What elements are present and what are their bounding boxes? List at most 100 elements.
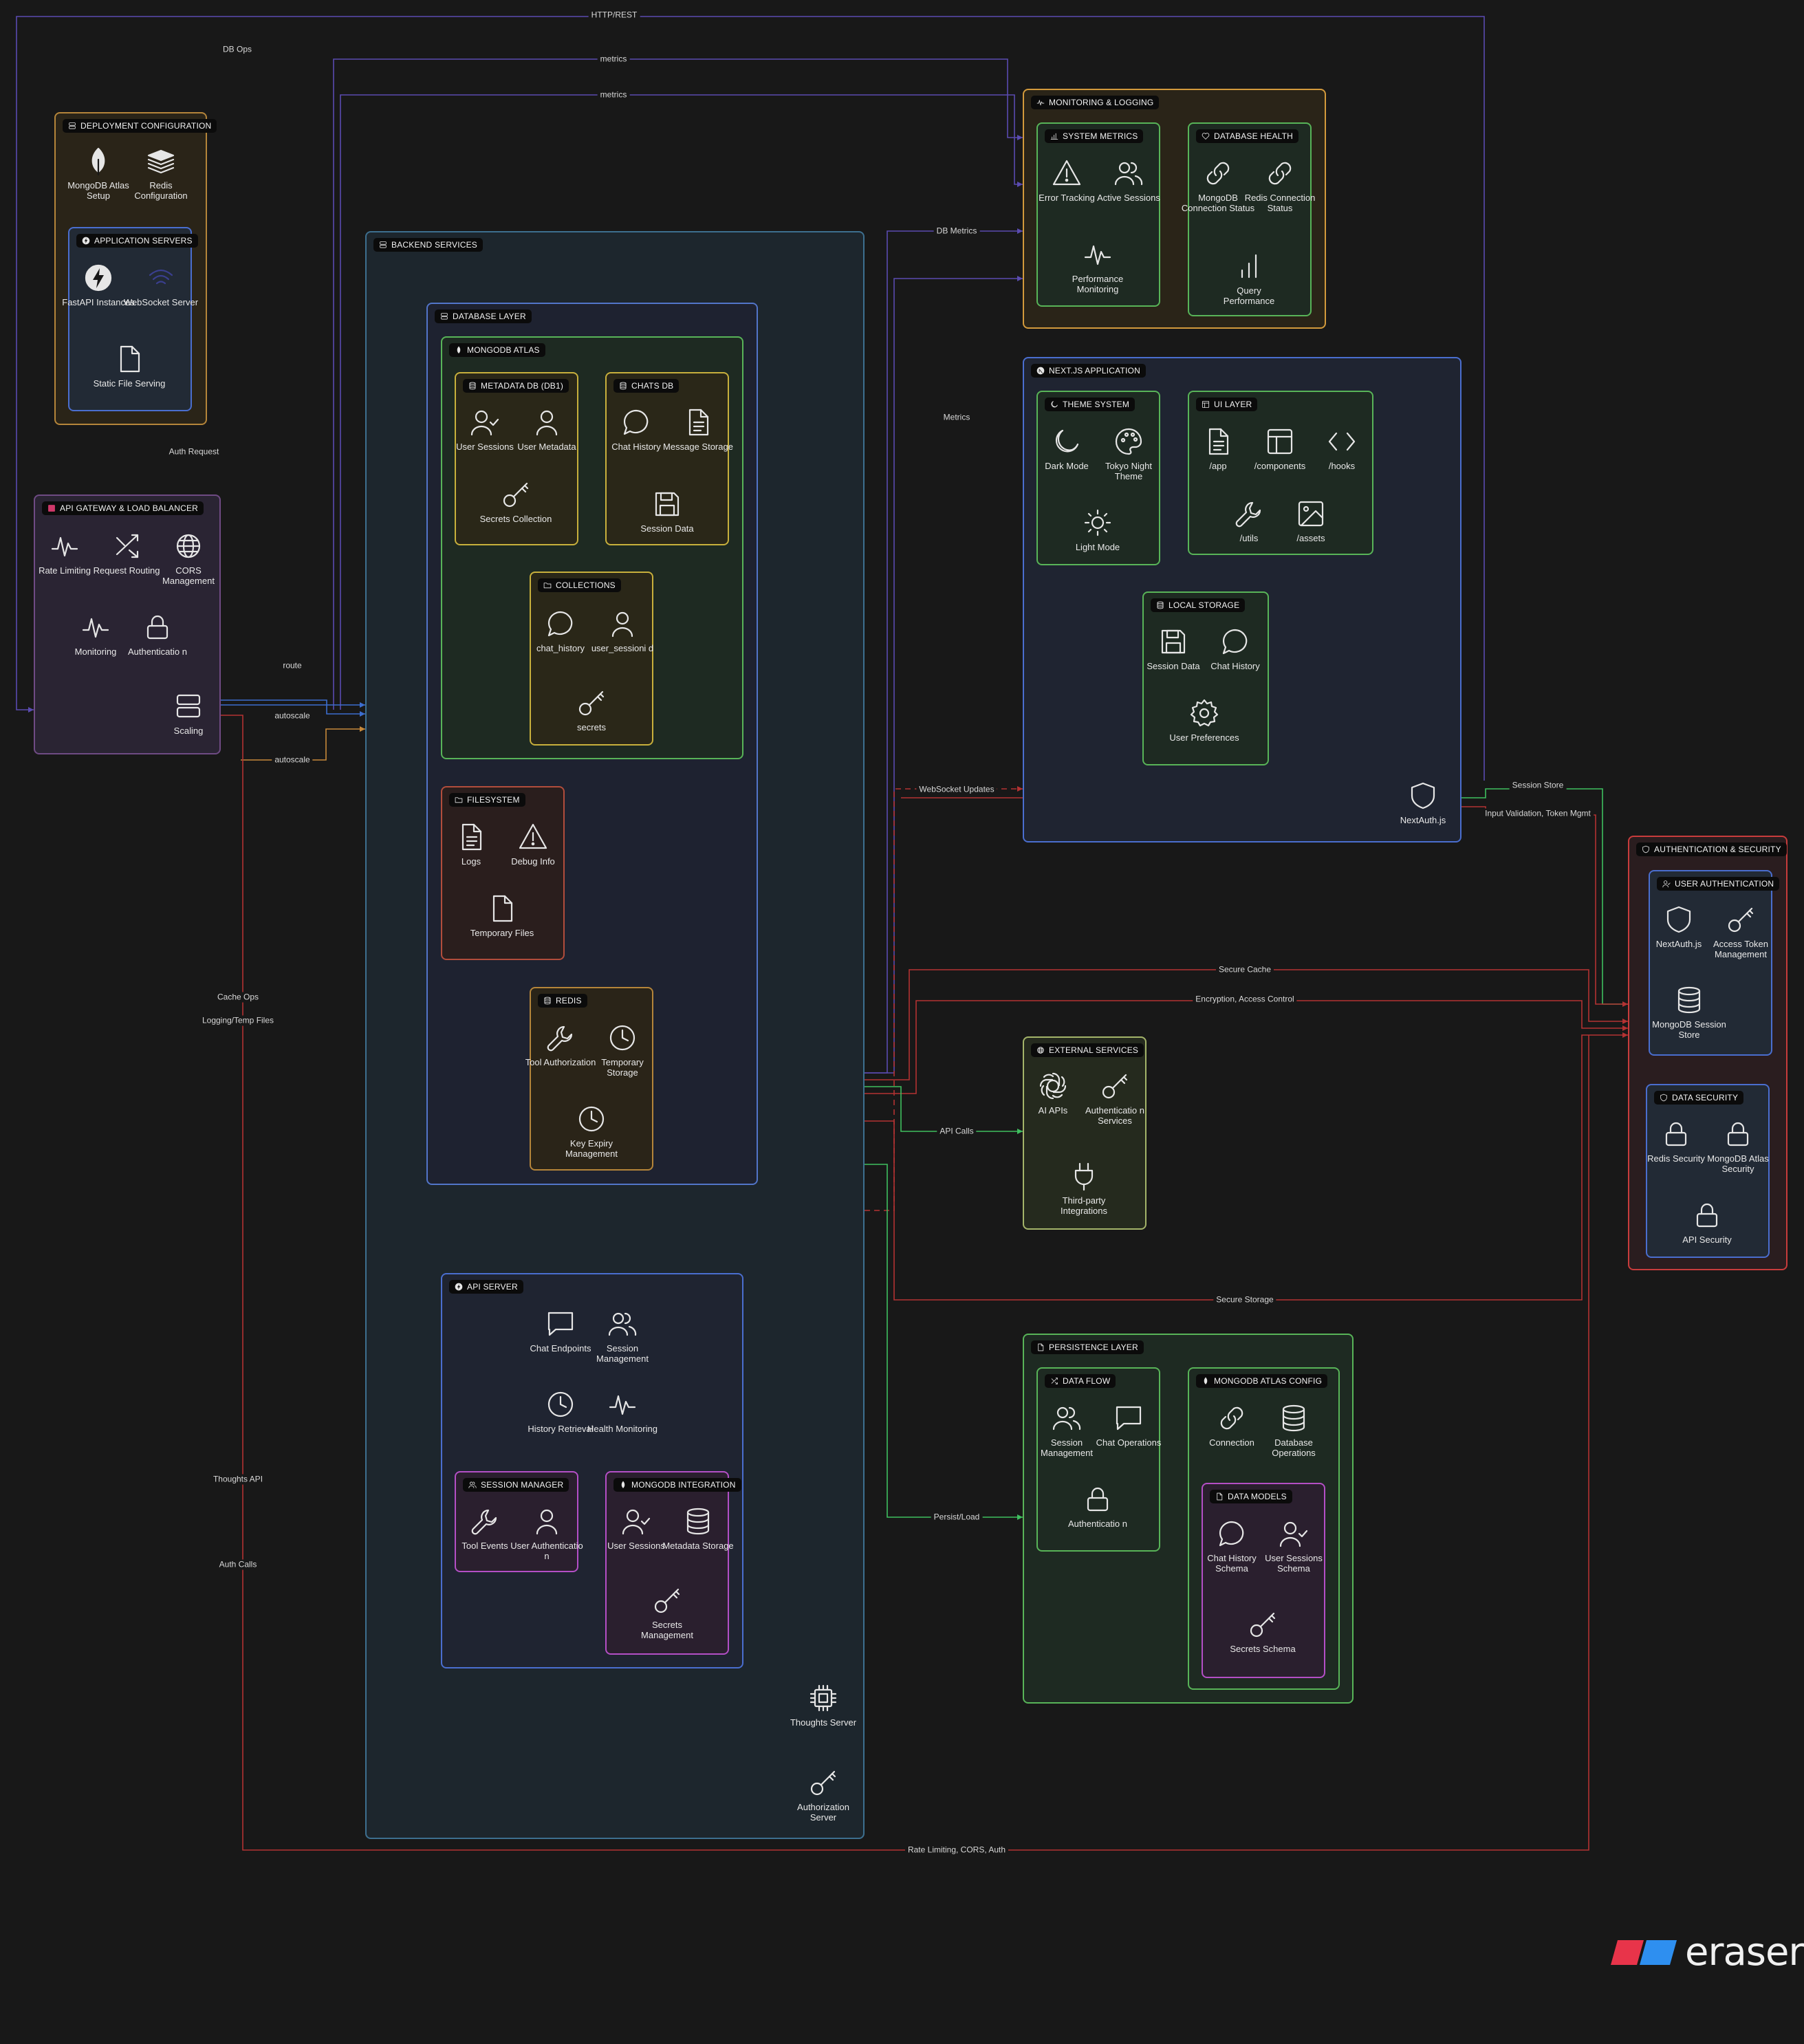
node-nextauth-app[interactable]: NextAuth.js xyxy=(1385,781,1461,825)
node-light-mode[interactable]: Light Mode xyxy=(1060,508,1135,552)
node-db-ops[interactable]: Database Operations xyxy=(1256,1403,1332,1458)
group-gateway[interactable]: API GATEWAY & LOAD BALANCER xyxy=(34,494,221,754)
node-debug-info[interactable]: Debug Info xyxy=(495,822,571,867)
node-df-auth[interactable]: Authenticatio n xyxy=(1060,1484,1135,1529)
node-metadata-storage[interactable]: Metadata Storage xyxy=(660,1506,736,1551)
node-chat-endpoints[interactable]: Chat Endpoints xyxy=(523,1309,598,1353)
node-chat-history-1[interactable]: Chat History xyxy=(598,407,674,452)
edge-secure-cache[interactable] xyxy=(777,969,1628,1080)
group-local-storage[interactable]: LOCAL STORAGE xyxy=(1142,591,1269,765)
node-history-retrieval[interactable]: History Retrieval xyxy=(523,1389,598,1434)
node-session-management-1[interactable]: Session Management xyxy=(585,1309,660,1364)
edge-secure-storage[interactable] xyxy=(865,1034,1628,1301)
node-auth-services[interactable]: Authenticatio n Services xyxy=(1077,1071,1153,1126)
group-sys-metrics[interactable]: SYSTEM METRICS xyxy=(1036,122,1160,307)
node-chat-ops[interactable]: Chat Operations xyxy=(1091,1403,1166,1448)
group-ui-layer[interactable]: UI LAYER xyxy=(1188,391,1373,555)
group-chats[interactable]: CHATS DB xyxy=(605,372,729,545)
edge-http-rest[interactable] xyxy=(16,16,1485,781)
node-mongo-session-store[interactable]: MongoDB Session Store xyxy=(1651,985,1727,1040)
node-websocket[interactable]: WebSocket Server xyxy=(123,263,199,307)
node-fastapi[interactable]: FastAPI Instances xyxy=(61,263,136,307)
node-redis-cfg[interactable]: Redis Configuration xyxy=(123,146,199,201)
group-metadata[interactable]: METADATA DB (DB1) xyxy=(455,372,578,545)
node-authorization-server[interactable]: Authorization Server xyxy=(785,1768,861,1823)
node-user-sessions-2[interactable]: User Sessions xyxy=(598,1506,674,1551)
node-hooks-dir[interactable]: /hooks xyxy=(1304,426,1380,471)
node-mongo-setup[interactable]: MongoDB Atlas Setup xyxy=(61,146,136,201)
edge-metrics-1[interactable] xyxy=(333,58,1023,710)
node-ls-session-data[interactable]: Session Data xyxy=(1135,627,1211,671)
node-api-security[interactable]: API Security xyxy=(1669,1200,1745,1245)
node-ls-chat-history[interactable]: Chat History xyxy=(1197,627,1273,671)
node-third-party[interactable]: Third-party Integrations xyxy=(1046,1161,1122,1216)
node-user-sessions-schema[interactable]: User Sessions Schema xyxy=(1256,1519,1332,1574)
group-theme[interactable]: THEME SYSTEM xyxy=(1036,391,1160,565)
node-active-sessions[interactable]: Active Sessions xyxy=(1091,158,1166,203)
node-secrets-mgmt[interactable]: Secrets Management xyxy=(629,1585,705,1640)
node-access-token[interactable]: Access Token Management xyxy=(1703,904,1779,959)
group-external[interactable]: EXTERNAL SERVICES xyxy=(1023,1036,1146,1230)
node-temp-storage[interactable]: Temporary Storage xyxy=(585,1023,660,1078)
node-message-storage[interactable]: Message Storage xyxy=(660,407,736,452)
node-secrets-col[interactable]: secrets xyxy=(554,688,629,732)
group-mongo-int[interactable]: MONGODB INTEGRATION xyxy=(605,1471,741,1655)
node-rate-limiting[interactable]: Rate Limiting xyxy=(27,531,102,576)
node-df-session-mgmt[interactable]: Session Management xyxy=(1029,1403,1105,1458)
edge-route[interactable] xyxy=(206,699,365,715)
edge-rate-limiting[interactable] xyxy=(206,715,1589,1851)
group-db-health[interactable]: DATABASE HEALTH xyxy=(1188,122,1312,316)
node-assets-dir[interactable]: /assets xyxy=(1273,499,1349,543)
edge-persist-load[interactable] xyxy=(865,1164,1023,1518)
group-session-mgr[interactable]: SESSION MANAGER xyxy=(455,1471,578,1572)
node-static-file[interactable]: Static File Serving xyxy=(91,344,167,389)
node-error-tracking[interactable]: Error Tracking xyxy=(1029,158,1105,203)
node-mongo-conn-status[interactable]: MongoDB Connection Status xyxy=(1180,158,1256,213)
node-gw-monitoring[interactable]: Monitoring xyxy=(58,612,133,657)
node-nextauth-sec[interactable]: NextAuth.js xyxy=(1641,904,1717,949)
node-tool-auth[interactable]: Tool Authorization xyxy=(523,1023,598,1067)
node-mongo-security[interactable]: MongoDB Atlas Security xyxy=(1700,1119,1776,1174)
node-perf-monitoring[interactable]: Performance Monitoring xyxy=(1060,239,1135,294)
group-redis[interactable]: REDIS xyxy=(530,987,653,1171)
node-components-dir[interactable]: /components xyxy=(1242,426,1318,471)
node-user-prefs[interactable]: User Preferences xyxy=(1166,698,1242,743)
node-redis-security[interactable]: Redis Security xyxy=(1638,1119,1714,1164)
node-chat-history-col[interactable]: chat_history xyxy=(523,609,598,653)
node-cors[interactable]: CORS Management xyxy=(151,531,226,586)
node-app-dir[interactable]: /app xyxy=(1180,426,1256,471)
node-secrets-collection[interactable]: Secrets Collection xyxy=(478,479,554,524)
node-temp-files[interactable]: Temporary Files xyxy=(464,893,540,938)
node-request-routing[interactable]: Request Routing xyxy=(89,531,164,576)
node-query-perf[interactable]: Query Performance xyxy=(1211,251,1287,306)
node-session-data-1[interactable]: Session Data xyxy=(629,489,705,534)
node-scaling[interactable]: Scaling xyxy=(151,691,226,736)
group-app-servers[interactable]: APPLICATION SERVERS xyxy=(68,227,198,411)
node-ai-apis[interactable]: AI APIs xyxy=(1015,1071,1091,1116)
node-user-sessions-1[interactable]: User Sessions xyxy=(447,407,523,452)
node-chat-history-schema[interactable]: Chat History Schema xyxy=(1194,1519,1270,1574)
group-collections[interactable]: COLLECTIONS xyxy=(530,572,653,746)
node-logs[interactable]: Logs xyxy=(433,822,509,867)
node-thoughts-server[interactable]: Thoughts Server xyxy=(785,1683,861,1728)
node-key-expiry[interactable]: Key Expiry Management xyxy=(554,1104,629,1159)
node-dark-mode[interactable]: Dark Mode xyxy=(1029,426,1105,471)
node-secrets-schema[interactable]: Secrets Schema xyxy=(1225,1609,1301,1654)
node-tokyo-night[interactable]: Tokyo Night Theme xyxy=(1091,426,1166,481)
node-connection[interactable]: Connection xyxy=(1194,1403,1270,1448)
node-tool-events[interactable]: Tool Events xyxy=(447,1506,523,1551)
node-user-authentication-sm[interactable]: User Authenticatio n xyxy=(509,1506,585,1561)
edge-websocket[interactable] xyxy=(865,788,1023,1211)
node-redis-conn-status[interactable]: Redis Connection Status xyxy=(1242,158,1318,213)
node-gw-auth[interactable]: Authenticatio n xyxy=(120,612,195,657)
group-data-flow[interactable]: DATA FLOW xyxy=(1036,1367,1160,1552)
node-user-metadata[interactable]: User Metadata xyxy=(509,407,585,452)
node-user-sessionid[interactable]: user_sessioni d xyxy=(585,609,660,653)
group-filesystem[interactable]: FILESYSTEM xyxy=(441,786,565,960)
node-utils-dir[interactable]: /utils xyxy=(1211,499,1287,543)
group-data-models[interactable]: DATA MODELS xyxy=(1202,1483,1325,1678)
group-data-sec[interactable]: DATA SECURITY xyxy=(1646,1084,1770,1258)
node-health-monitoring[interactable]: Health Monitoring xyxy=(585,1389,660,1434)
group-user-auth[interactable]: USER AUTHENTICATION xyxy=(1649,870,1780,1056)
edge-encryption[interactable] xyxy=(784,1000,1628,1094)
